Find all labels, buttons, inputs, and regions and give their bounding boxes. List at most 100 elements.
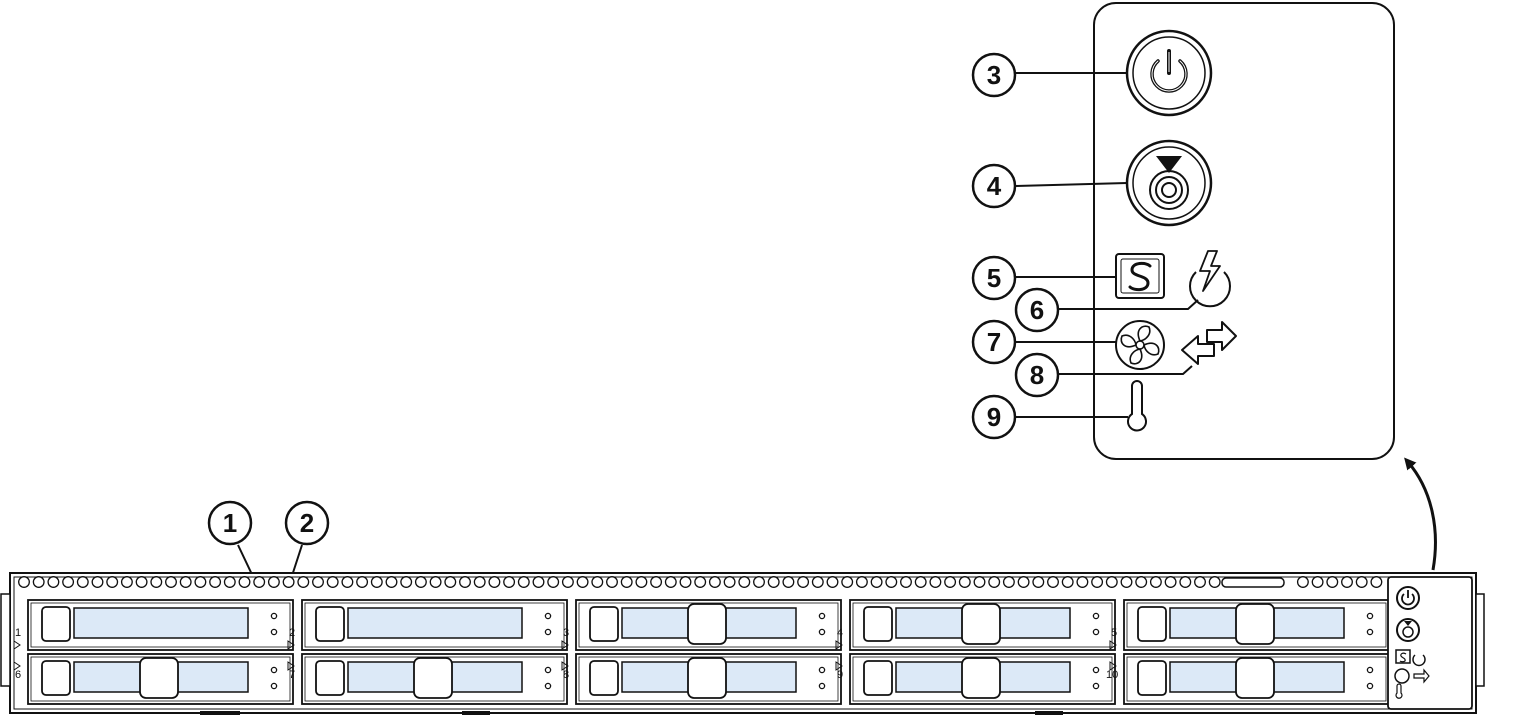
drive-bay[interactable]	[301, 599, 568, 651]
drive-release-tab[interactable]	[1235, 603, 1275, 645]
drive-bay[interactable]	[1123, 653, 1390, 705]
chassis-unit-id-button[interactable]	[1396, 618, 1420, 642]
vent-hole	[209, 576, 222, 588]
vent-hole	[312, 576, 324, 588]
drive-activity-led	[818, 612, 826, 620]
vent-hole	[958, 576, 971, 588]
drive-bay-number: 8	[563, 669, 569, 681]
vent-hole	[1105, 576, 1118, 588]
drive-bay[interactable]	[27, 599, 294, 651]
vent-hole	[679, 576, 692, 588]
vent-hole	[782, 576, 795, 588]
vent-hole	[988, 576, 1001, 588]
drive-fault-led	[1366, 628, 1374, 636]
drive-activity-led	[1092, 612, 1100, 620]
callout-5: 5	[971, 255, 1017, 301]
drive-bay[interactable]	[849, 599, 1116, 651]
vent-hole	[1164, 576, 1177, 588]
drive-release-tab[interactable]	[687, 657, 727, 699]
vent-hole	[1135, 576, 1148, 588]
drive-bay[interactable]	[1123, 599, 1390, 651]
drive-latch[interactable]	[1137, 660, 1167, 696]
right-rack-ear	[1475, 593, 1485, 687]
vent-hole	[120, 576, 133, 588]
vent-hole	[282, 576, 295, 588]
vent-hole	[885, 576, 898, 588]
drive-latch[interactable]	[41, 660, 71, 696]
drive-fault-led	[270, 682, 278, 690]
bay-arrow-marker	[1109, 640, 1117, 650]
svg-text:4: 4	[987, 171, 1002, 201]
vent-hole	[326, 576, 339, 588]
vent-hole	[738, 576, 751, 588]
unit-id-button[interactable]	[1125, 139, 1213, 227]
vent-hole	[929, 576, 942, 588]
vent-hole	[1076, 576, 1089, 588]
drive-release-tab[interactable]	[687, 603, 727, 645]
drive-bay[interactable]	[849, 653, 1116, 705]
vent-hole	[459, 576, 471, 588]
chassis-power-button[interactable]	[1396, 586, 1420, 610]
drive-latch[interactable]	[315, 606, 345, 642]
drive-release-tab[interactable]	[961, 657, 1001, 699]
chassis-temp-led	[1395, 683, 1403, 699]
drive-bay-number: 9	[837, 669, 843, 681]
drive-release-tab[interactable]	[413, 657, 453, 699]
drive-release-tab[interactable]	[139, 657, 179, 699]
drive-latch[interactable]	[863, 606, 893, 642]
drive-latch[interactable]	[1137, 606, 1167, 642]
vent-hole	[1194, 576, 1206, 588]
zoom-arrow	[1404, 457, 1437, 571]
drive-activity-led	[818, 666, 826, 674]
vent-hole	[723, 576, 736, 588]
vent-hole	[150, 576, 163, 588]
drive-bays	[13, 599, 1390, 705]
drive-bay[interactable]	[575, 599, 842, 651]
power-button[interactable]	[1125, 29, 1213, 117]
vent-hole	[400, 576, 413, 588]
drive-latch[interactable]	[315, 660, 345, 696]
drive-activity-led	[270, 612, 278, 620]
svg-text:2: 2	[300, 508, 314, 538]
drive-bay[interactable]	[301, 653, 568, 705]
vent-hole	[694, 576, 707, 588]
vent-hole	[106, 576, 119, 588]
drive-latch[interactable]	[41, 606, 71, 642]
svg-text:9: 9	[987, 402, 1001, 432]
drive-latch[interactable]	[589, 660, 619, 696]
vent-hole	[561, 576, 574, 588]
vent-hole	[32, 576, 45, 588]
vent-hole	[944, 576, 957, 588]
bay-arrow-marker	[835, 661, 843, 671]
drive-latch[interactable]	[863, 660, 893, 696]
vent-hole	[503, 576, 516, 588]
system-status-icon	[1115, 253, 1165, 299]
drive-activity-led	[1366, 612, 1374, 620]
drive-activity-led	[1092, 666, 1100, 674]
callout-9: 9	[971, 394, 1017, 440]
vent-hole	[76, 576, 89, 588]
vent-hole	[532, 576, 545, 588]
vent-hole	[341, 576, 354, 588]
drive-bay-number: 3	[563, 627, 569, 639]
vent-hole	[1002, 576, 1015, 588]
fan-status-icon	[1115, 320, 1165, 370]
vent-hole	[855, 576, 868, 588]
drive-latch[interactable]	[589, 606, 619, 642]
vent-hole	[238, 576, 251, 588]
vent-hole	[91, 576, 104, 588]
vent-hole	[708, 576, 721, 588]
drive-window	[73, 607, 249, 639]
vent-hole	[1091, 576, 1104, 588]
drive-release-tab[interactable]	[961, 603, 1001, 645]
vent-hole	[267, 576, 280, 588]
vent-hole	[473, 576, 486, 588]
drive-bay-number: 10	[1106, 669, 1118, 681]
svg-text:8: 8	[1030, 360, 1044, 390]
drive-release-tab[interactable]	[1235, 657, 1275, 699]
vent-hole	[370, 576, 383, 588]
drive-bay[interactable]	[575, 653, 842, 705]
chassis-status-led	[1395, 649, 1411, 664]
vent-hole	[650, 576, 663, 588]
drive-bay[interactable]	[27, 653, 294, 705]
